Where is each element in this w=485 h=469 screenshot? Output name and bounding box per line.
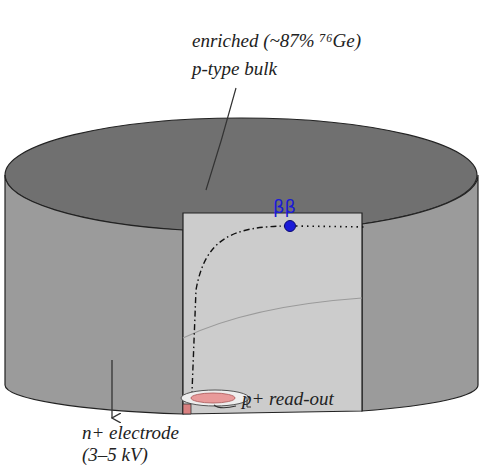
cut-face: [183, 213, 362, 414]
event-dot: [285, 221, 296, 232]
outer-surface-left: [5, 175, 183, 414]
annotation-label: n+ electrode: [82, 422, 179, 444]
drift-trail: [296, 226, 366, 227]
label-text: ββ: [273, 196, 296, 217]
annotation-label: (3–5 kV): [82, 444, 148, 466]
label-text: p+ read-out: [242, 388, 334, 409]
annotation-label: enriched (~87% ⁷⁶Ge): [192, 30, 361, 52]
label-text: (3–5 kV): [82, 444, 148, 465]
leader-line: [206, 88, 236, 190]
leader-arrow: [111, 360, 112, 418]
charge-drift-path: [192, 226, 290, 392]
label-text: n+ electrode: [82, 422, 179, 443]
outer-surface-right: [362, 175, 478, 411]
label-text: enriched (~87% ⁷⁶Ge): [192, 30, 361, 51]
label-text: p-type bulk: [192, 58, 277, 79]
inner-contour: [183, 298, 362, 338]
annotation-label: p+ read-out: [242, 388, 334, 410]
leader-line: [214, 405, 236, 408]
annotation-label: p-type bulk: [192, 58, 277, 80]
p-plus-contact: [191, 393, 235, 403]
annotation-label: ββ: [273, 196, 296, 218]
n-plus-contact-edge: [183, 404, 191, 414]
